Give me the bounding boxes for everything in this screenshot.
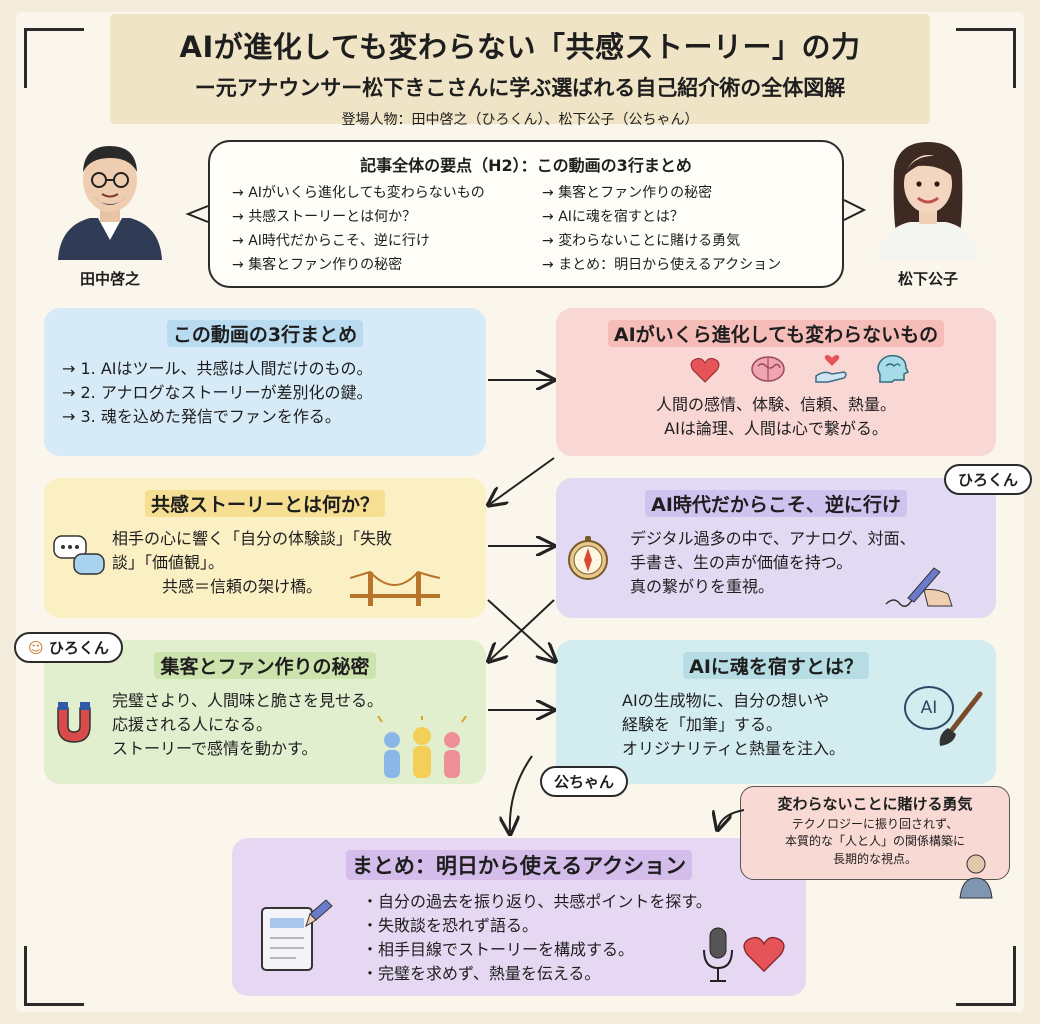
brain-icon <box>751 356 785 382</box>
card-line: AIの生成物に、自分の想いや <box>622 691 830 710</box>
card-fan-building: 集客とファン作りの秘密 完璧さより、人間味と脆さを見せる。 応援される人になる。… <box>44 640 486 784</box>
card-title: 集客とファン作りの秘密 <box>154 652 376 679</box>
overview-item: 集客とファン作りの秘密 <box>232 254 542 274</box>
heart-icon <box>690 358 720 383</box>
card-title: 共感ストーリーとは何か？ <box>144 490 385 517</box>
card-title: AIに魂を宿すとは？ <box>683 652 869 679</box>
head-brain-icon <box>877 354 910 383</box>
note-title: 変わらないことに賭ける勇気 <box>777 795 973 813</box>
overview-item: 集客とファン作りの秘密 <box>542 182 832 202</box>
overview-item: AI時代だからこそ、逆に行け <box>232 230 542 250</box>
ai-badge-icon: AI <box>904 686 954 730</box>
card-line: 手書き、生の声が価値を持つ。 <box>630 553 853 572</box>
cast-line: 登場人物：田中啓之（ひろくん）、松下公子（公ちゃん） <box>341 112 699 128</box>
card-title: AI時代だからこそ、逆に行け <box>645 490 907 517</box>
speaker-tag-kou: 公ちゃん <box>540 766 629 797</box>
card-unchanged: AIがいくら進化しても変わらないもの 人間の感情、体験、信頼、熱量。 AIは論理… <box>556 308 996 456</box>
corner-bracket <box>956 946 1016 1006</box>
speaker-tag-hiro: ☺ ひろくん <box>14 632 123 663</box>
cheering-people-icon <box>377 716 467 778</box>
magnet-icon <box>57 702 91 743</box>
microphone-icon <box>703 927 733 982</box>
card-line: 人間の感情、体験、信頼、熱量。 <box>655 395 896 414</box>
man-portrait-icon <box>58 146 162 260</box>
overview-item: 共感ストーリーとは何か？ <box>232 206 542 226</box>
card-go-reverse: AI時代だからこそ、逆に行け デジタル過多の中で、アナログ、対面、 手書き、生の… <box>556 478 996 618</box>
card-line: 共感＝信頼の架け橋。 <box>162 577 323 596</box>
card-line: ストーリーで感情を動かす。 <box>112 739 318 758</box>
corner-bracket <box>956 28 1016 88</box>
chat-bubbles-icon <box>53 535 105 575</box>
card-line: 自分の過去を振り返り、共感ポイントを探す。 <box>362 890 788 914</box>
card-three-line-summary: この動画の3行まとめ 1. AIはツール、共感は人間だけのもの。 2. アナログ… <box>44 308 486 456</box>
card-empathy-story: 共感ストーリーとは何か？ 相手の心に響く「自分の体験談」「失敗 談」「価値観」。… <box>44 478 486 618</box>
card-title: この動画の3行まとめ <box>166 320 364 347</box>
card-title: まとめ：明日から使えるアクション <box>345 850 693 880</box>
person-name: 松下公子 <box>897 270 958 288</box>
title-banner: AIが進化しても変わらない「共感ストーリー」の力 ー元アナウンサー松下きこさんに… <box>110 14 930 128</box>
overview-list: AIがいくら進化しても変わらないもの 集客とファン作りの秘密 共感ストーリーとは… <box>232 182 820 274</box>
card-action-summary: まとめ：明日から使えるアクション 自分の過去を振り返り、共感ポイントを探す。 失… <box>232 838 806 996</box>
card-title: AIがいくら進化しても変わらないもの <box>607 320 945 347</box>
card-line: デジタル過多の中で、アナログ、対面、 <box>630 529 916 548</box>
notebook-pen-icon <box>261 899 333 971</box>
card-line: AIは論理、人間は心で繋がる。 <box>664 419 888 438</box>
speaker-tag-hiro: ひろくん <box>944 464 1033 495</box>
overview-item: 変わらないことに賭ける勇気 <box>542 230 832 250</box>
overview-item: AIに魂を宿すとは？ <box>542 206 832 226</box>
corner-bracket <box>24 28 84 88</box>
person-tanaka: 田中啓之 <box>50 130 170 289</box>
card-line: 3. 魂を込めた発信でファンを作る。 <box>62 405 468 429</box>
heart-icon <box>743 936 785 973</box>
person-matsushita: 松下公子 <box>868 130 988 289</box>
card-line: 完璧を求めず、熱量を伝える。 <box>362 962 788 986</box>
person-name: 田中啓之 <box>79 270 140 288</box>
compass-icon <box>568 536 608 580</box>
bridge-icon <box>350 570 440 606</box>
card-line: 1. AIはツール、共感は人間だけのもの。 <box>62 357 468 381</box>
card-line: 失敗談を恐れず語る。 <box>362 914 788 938</box>
handwriting-pen-icon <box>885 567 953 607</box>
woman-portrait-icon <box>878 142 978 260</box>
card-line: 2. アナログなストーリーが差別化の鍵。 <box>62 381 468 405</box>
note-line: 本質的な「人と人」の関係構築に <box>784 834 965 849</box>
page-title: AIが進化しても変わらない「共感ストーリー」の力 <box>179 30 861 64</box>
card-line: 相手の心に響く「自分の体験談」「失敗 <box>112 529 393 548</box>
card-line: 相手目線でストーリーを構成する。 <box>362 938 788 962</box>
note-line: 長期的な視点。 <box>832 851 917 866</box>
note-line: テクノロジーに振り回されず、 <box>791 817 959 831</box>
overview-title: 記事全体の要点（H2）：この動画の3行まとめ <box>360 156 692 175</box>
card-line: 応援される人になる。 <box>112 715 273 734</box>
card-line: オリジナリティと熱量を注入。 <box>622 739 846 758</box>
card-line: 真の繋がりを重視。 <box>630 577 775 596</box>
overview-item: AIがいくら進化しても変わらないもの <box>232 182 542 202</box>
person-icon: ☺ <box>28 639 44 657</box>
card-line: 完璧さより、人間味と脆さを見せる。 <box>112 691 384 710</box>
side-note: 変わらないことに賭ける勇気 テクノロジーに振り回されず、 本質的な「人と人」の関… <box>740 786 1010 880</box>
paintbrush-icon <box>939 691 983 746</box>
overview-speech-box: 記事全体の要点（H2）：この動画の3行まとめ AIがいくら進化しても変わらないも… <box>208 140 844 288</box>
thinking-person-icon <box>959 854 993 899</box>
corner-bracket <box>24 946 84 1006</box>
card-line: 談」「価値観」。 <box>112 553 225 572</box>
page-subtitle: ー元アナウンサー松下きこさんに学ぶ選ばれる自己紹介術の全体図解 <box>194 76 846 100</box>
overview-item: まとめ：明日から使えるアクション <box>542 254 832 274</box>
card-line: 経験を「加筆」する。 <box>622 715 783 734</box>
hand-heart-icon <box>815 355 847 383</box>
